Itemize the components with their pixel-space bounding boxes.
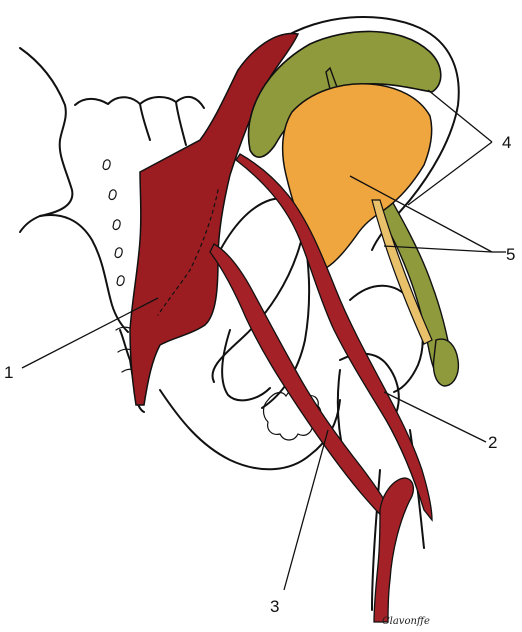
label-2: 2 [488,433,497,452]
artist-signature: Clavonffe [382,616,430,627]
label-5: 5 [506,245,515,264]
label-1: 1 [4,363,13,382]
label-3: 3 [270,597,279,616]
tendon-insertion [433,339,458,386]
label-4: 4 [502,133,511,152]
leader-3 [284,430,328,590]
leader-4a [428,90,492,142]
